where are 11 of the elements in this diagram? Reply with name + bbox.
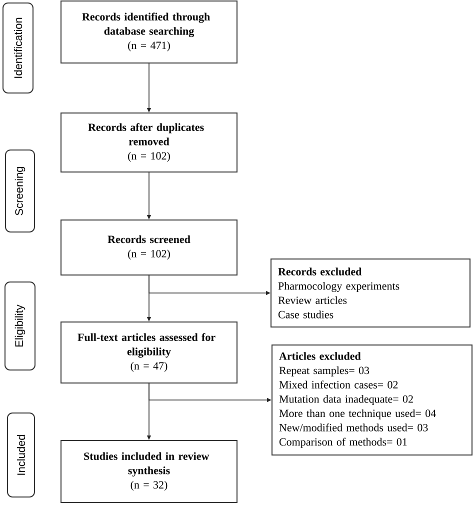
stage-box: Included: [7, 412, 35, 498]
stage-box: Eligibility: [4, 282, 36, 370]
stage-box: Identification: [2, 2, 34, 94]
process-box: Full-text articles assessed for eligibility (n = 47): [60, 322, 238, 384]
exclusion-box: Records excluded Pharmocology experiments Review articles Case studies: [270, 258, 470, 328]
process-box: Records after duplicates removed (n = 102): [60, 112, 238, 172]
process-box: Studies included in review synthesis (n = 32): [60, 440, 238, 503]
process-box: Records screened (n = 102): [60, 220, 238, 276]
stage-box: Screening: [5, 150, 35, 232]
exclusion-box: Articles excluded Repeat samples= 03 Mixed infection cases= 02 Mutation data inadequate= 02 More than one technique used= 04 New/modified methods used= 03 Comparison of methods= 01: [272, 344, 472, 456]
process-box: Records identified through database searching (n = 471): [60, 0, 238, 64]
